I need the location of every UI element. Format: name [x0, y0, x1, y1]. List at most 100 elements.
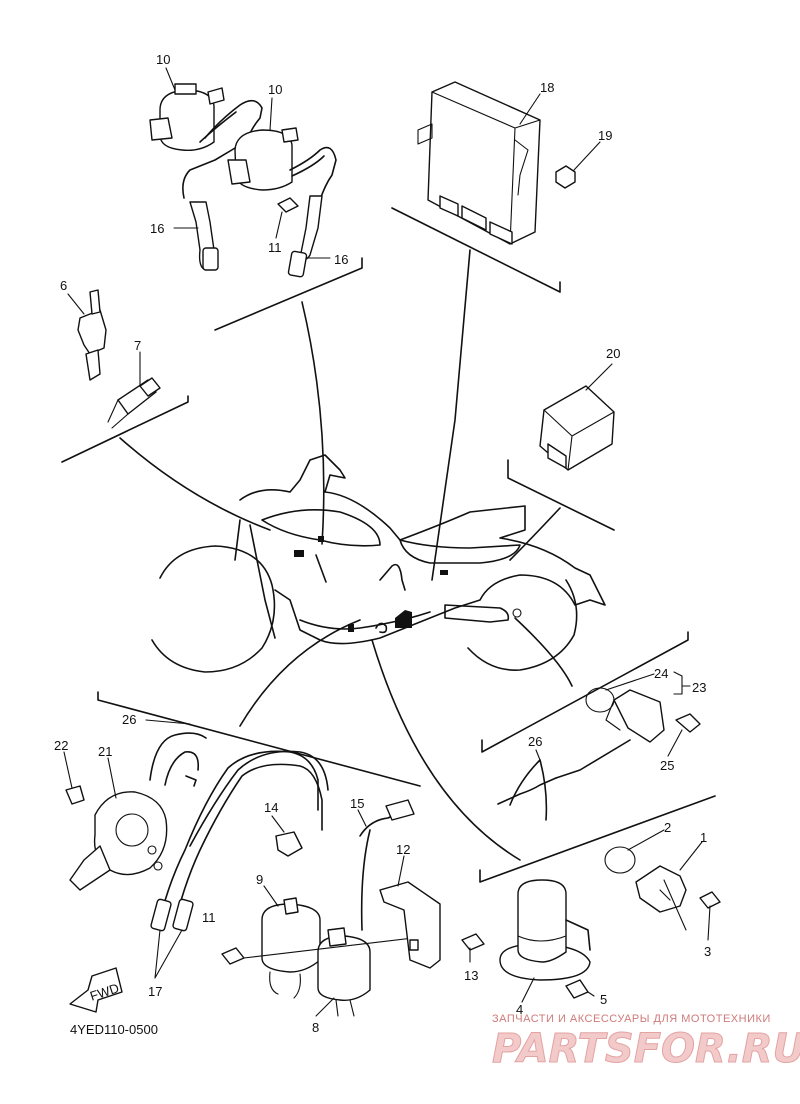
plate-1-lever	[659, 879, 687, 931]
plug-cap-16-b-boot	[287, 250, 308, 278]
horn-21-center	[115, 813, 149, 847]
callout-26-b: 26	[122, 712, 136, 727]
plug-cap-16-a-boot	[202, 247, 219, 271]
o-ring-24	[585, 687, 615, 713]
lower-right-parts	[499, 846, 721, 999]
callout-16-b: 16	[334, 252, 348, 267]
diagram-code: 4YED110-0500	[70, 1022, 158, 1037]
callout-17: 17	[148, 984, 162, 999]
watermark: ЗАПЧАСТИ И АКСЕССУАРЫ ДЛЯ МОТОТЕХНИКИ PA…	[492, 1013, 800, 1073]
callout-1: 1	[700, 830, 707, 845]
sensor-wire-26-c	[497, 777, 557, 805]
engine-lines	[299, 611, 431, 630]
rear-swingarm	[444, 604, 510, 623]
coil-10-a-lead2	[199, 111, 237, 143]
sensor-wire-26-a	[555, 739, 631, 779]
coil-10-b-lead	[289, 146, 337, 216]
callout-18: 18	[540, 80, 554, 95]
callout-leaders	[63, 67, 711, 1017]
relay-unit	[539, 385, 615, 471]
frame-relay	[507, 459, 615, 531]
speed-sensor-group	[497, 687, 701, 821]
front-wheel	[151, 545, 276, 673]
sensor-6-body	[77, 309, 107, 355]
bike-wire-a	[315, 554, 327, 583]
watermark-logo: PARTSFOR.RU	[492, 1026, 800, 1072]
callout-14: 14	[264, 800, 278, 815]
leader-sensors	[119, 437, 271, 531]
bike-marker-3	[440, 570, 448, 575]
speed-sensor-23-thread	[605, 699, 621, 731]
frame-lower-left	[97, 691, 421, 787]
ecu-18-connector-1	[439, 195, 459, 217]
horn-21-terminal-b	[153, 861, 163, 871]
coil-8-cap	[327, 927, 347, 947]
sensor-wire-26-b	[509, 759, 548, 821]
coil-10-a-cap	[174, 83, 197, 95]
relay-20-body	[539, 385, 615, 471]
bike-sensor-dot	[512, 608, 522, 618]
bolt-5	[565, 979, 589, 999]
frame-body	[239, 454, 606, 645]
coil-9-body	[261, 903, 321, 973]
bolt-19	[555, 165, 576, 189]
hightension-lead-17-a	[159, 750, 319, 919]
coil-10-a-body	[159, 89, 215, 152]
plug-cap-16-b	[299, 195, 323, 261]
callout-4: 4	[516, 1002, 523, 1017]
bolt-11-line	[243, 935, 431, 959]
callout-20: 20	[606, 346, 620, 361]
motorcycle-outline	[151, 454, 606, 673]
callout-6: 6	[60, 278, 67, 293]
leader-lower-left	[239, 619, 361, 727]
frame-ecu	[391, 207, 561, 293]
coil-10-a-lead	[182, 99, 263, 199]
unit-4-band	[517, 935, 567, 942]
callout-11-b: 11	[202, 910, 216, 925]
rear-wheel	[467, 579, 578, 671]
wire-26-lower	[149, 732, 207, 786]
bracket-12	[379, 881, 441, 969]
callout-11-a: 11	[268, 240, 282, 255]
leader-lower-right	[371, 639, 521, 861]
callout-8: 8	[312, 1020, 319, 1035]
bike-marker-1	[294, 550, 304, 557]
connector-15	[385, 799, 415, 821]
bolt-13	[461, 933, 485, 951]
plug-cap-17-b	[172, 898, 194, 932]
bracket-12-tab	[409, 939, 419, 951]
front-fork	[234, 519, 276, 639]
sensor-6-tab	[89, 289, 101, 315]
horn-21-terminal-a	[147, 845, 157, 855]
coil-10-b-terminal	[227, 159, 251, 185]
callout-16-a: 16	[150, 221, 164, 236]
unit-4-wire	[565, 919, 591, 951]
bolt-11-top	[277, 197, 299, 213]
callout-25: 25	[660, 758, 674, 773]
coil-10-a-terminal	[149, 117, 173, 141]
leader-lines	[119, 249, 573, 861]
callout-26-a: 26	[528, 734, 542, 749]
clip-14	[275, 831, 303, 857]
watermark-tagline: ЗАПЧАСТИ И АКСЕССУАРЫ ДЛЯ МОТОТЕХНИКИ	[492, 1013, 771, 1025]
ignition-coil-upper	[149, 83, 337, 278]
plate-1	[635, 865, 687, 913]
lower-left-parts	[65, 732, 485, 1017]
group-frames	[61, 207, 716, 883]
leader-coils-top	[301, 301, 325, 545]
horn-21-bracket	[69, 845, 111, 891]
frame-ignition-coils-top	[214, 257, 363, 331]
callout-24: 24	[654, 666, 668, 681]
coil-10-b-cap	[281, 127, 299, 143]
plug-cap-17-a	[150, 898, 172, 932]
sensor-7-tip	[107, 399, 129, 429]
callout-12: 12	[396, 842, 410, 857]
sensor-7-nut	[139, 377, 161, 397]
callout-2: 2	[664, 820, 671, 835]
frame-speed-sensor	[481, 631, 689, 753]
coil-10-a-post	[207, 87, 225, 105]
fwd-arrow-shape	[69, 967, 123, 1013]
ecu-unit	[417, 81, 576, 245]
wire-26-lower-end	[185, 775, 197, 787]
